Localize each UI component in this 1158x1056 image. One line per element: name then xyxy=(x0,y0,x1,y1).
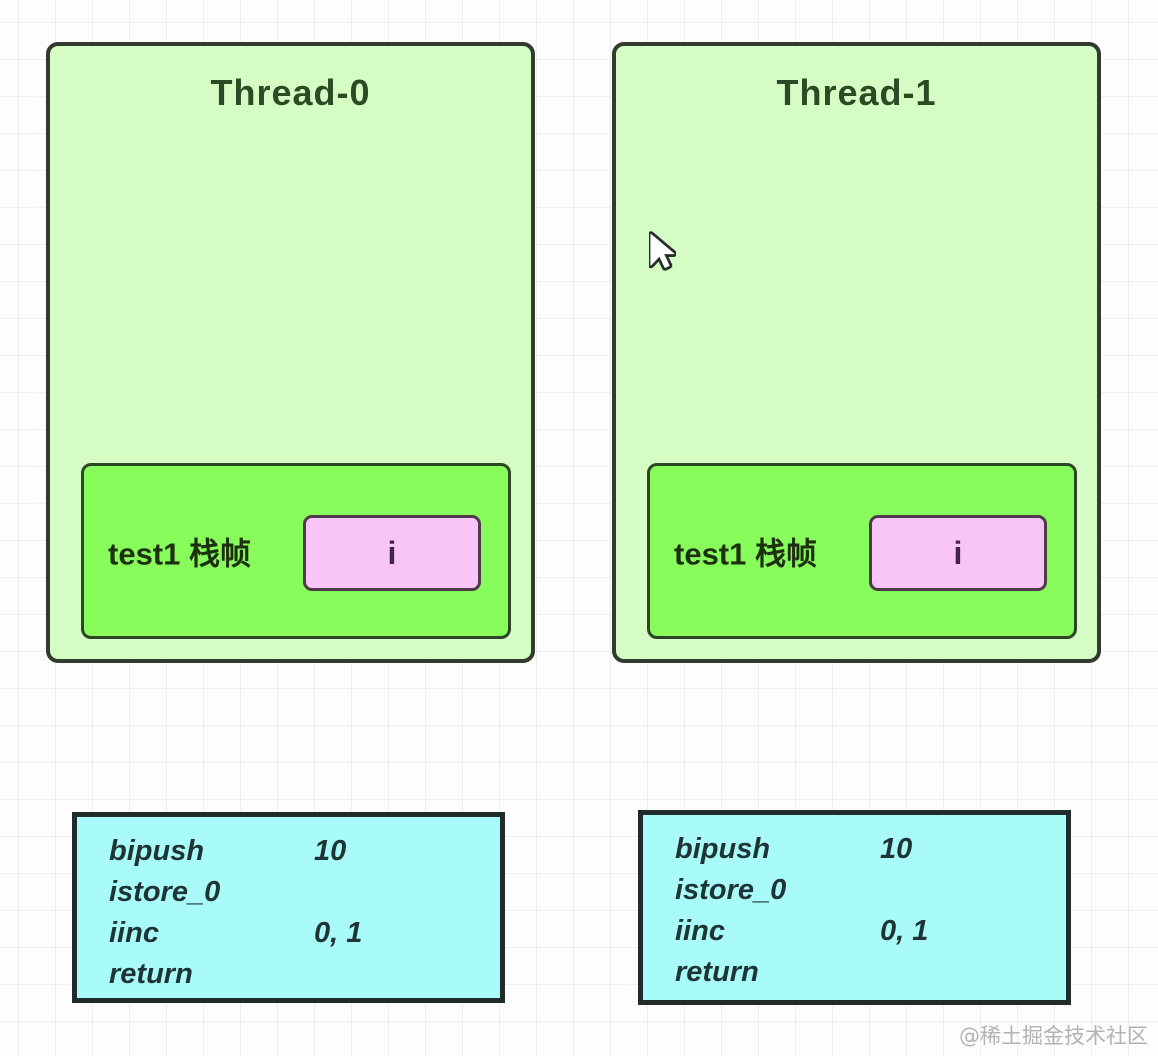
bytecode-line: istore_0 xyxy=(109,872,500,913)
bytecode-opcode: bipush xyxy=(109,835,205,867)
bytecode-operand: 0, 1 xyxy=(880,915,929,947)
bytecode-opcode: return xyxy=(109,958,193,990)
bytecode-opcode: return xyxy=(675,956,759,988)
bytecode-opcode: istore_0 xyxy=(675,874,787,906)
bytecode-line: istore_0 xyxy=(675,870,1066,911)
thread-0-variable-slot: i xyxy=(303,515,481,591)
bytecode-line: iinc 0, 1 xyxy=(109,913,500,954)
thread-1-title: Thread-1 xyxy=(776,72,937,113)
bytecode-operand: 10 xyxy=(314,835,347,867)
bytecode-opcode: iinc xyxy=(675,915,725,947)
bytecode-opcode: bipush xyxy=(675,833,771,865)
thread-0-bytecode-box: bipush 10 istore_0 iinc 0, 1 return xyxy=(72,812,505,1003)
thread-0-title: Thread-0 xyxy=(210,72,371,113)
bytecode-opcode: iinc xyxy=(109,917,159,949)
thread-1-stack-frame: test1 栈帧 i xyxy=(647,463,1077,639)
bytecode-operand: 0, 1 xyxy=(314,917,363,949)
watermark: @稀土掘金技术社区 xyxy=(959,1024,1148,1048)
thread-1-bytecode-box: bipush 10 istore_0 iinc 0, 1 return xyxy=(638,810,1071,1005)
thread-0-stack-frame: test1 栈帧 i xyxy=(81,463,511,639)
bytecode-line: return xyxy=(675,952,1066,993)
mouse-cursor-icon xyxy=(649,231,676,271)
thread-1-frame-label: test1 栈帧 xyxy=(674,536,817,572)
thread-0-frame-label: test1 栈帧 xyxy=(108,536,251,572)
thread-0-panel: Thread-0 test1 栈帧 i xyxy=(46,42,535,663)
bytecode-line: iinc 0, 1 xyxy=(675,911,1066,952)
bytecode-line: bipush 10 xyxy=(675,829,1066,870)
thread-1-variable-slot: i xyxy=(869,515,1047,591)
thread-1-panel: Thread-1 test1 栈帧 i xyxy=(612,42,1101,663)
bytecode-operand: 10 xyxy=(880,833,913,865)
bytecode-opcode: istore_0 xyxy=(109,876,221,908)
bytecode-line: bipush 10 xyxy=(109,831,500,872)
bytecode-line: return xyxy=(109,954,500,995)
